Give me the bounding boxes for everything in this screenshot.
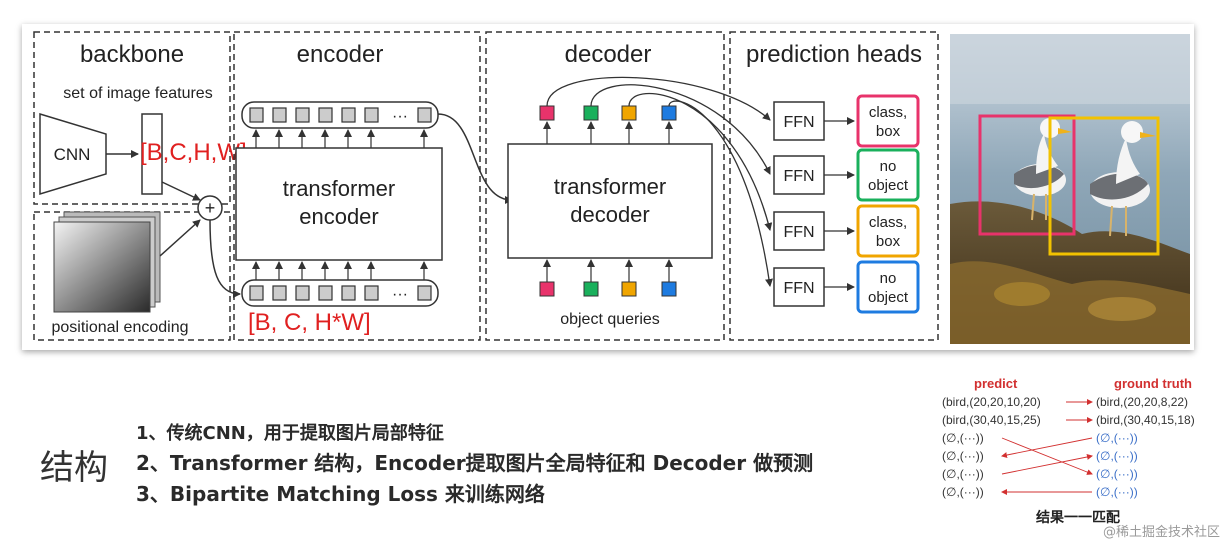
transformer-encoder-block xyxy=(235,147,443,261)
decoder-block-line2: decoder xyxy=(570,202,650,227)
flattened-shape-label: [B, C, H*W] xyxy=(248,309,371,336)
image-features-label: set of image features xyxy=(63,85,212,102)
prediction-heads-section: prediction heads FFN class, box FFN no o… xyxy=(729,31,939,341)
encoder-bottom-ellipsis: ··· xyxy=(392,286,408,303)
structure-title: 结构 xyxy=(40,448,108,488)
truth-row: (bird,(30,40,15,18) xyxy=(1096,413,1195,427)
ffn-label: FFN xyxy=(783,280,814,297)
encoder-title: encoder xyxy=(297,41,384,68)
svg-text:+: + xyxy=(205,198,216,218)
cnn-block xyxy=(39,112,107,196)
detr-architecture-diagram: backbone set of image features CNN [B,C,… xyxy=(22,24,1194,350)
structure-notes: 1、传统CNN，用于提取图片局部特征 2、Transformer 结构，Enco… xyxy=(136,420,813,510)
head-output-line1: no xyxy=(880,270,897,287)
feature-shape-label: [B,C,H,W] xyxy=(140,139,247,166)
backbone-section: backbone set of image features CNN [B,C,… xyxy=(33,31,247,341)
ffn-box xyxy=(773,211,825,251)
ffn-box xyxy=(773,101,825,141)
positional-encoding-stack xyxy=(53,211,161,313)
output-query-squares xyxy=(539,105,677,121)
head-output-line2: box xyxy=(876,123,901,140)
decoder-block-line1: transformer xyxy=(554,174,666,199)
predict-row: (∅,(···)) xyxy=(942,485,984,499)
structure-item-2: 2、Transformer 结构，Encoder提取图片全局特征和 Decode… xyxy=(136,451,814,475)
structure-item-3: 3、Bipartite Matching Loss 来训练网络 xyxy=(136,482,545,506)
ffn-label: FFN xyxy=(783,114,814,131)
head-output-box xyxy=(856,204,920,258)
head-output-line2: object xyxy=(868,177,909,194)
positional-encoding-label: positional encoding xyxy=(52,319,189,336)
detection-photo xyxy=(950,34,1190,344)
ffn-label: FFN xyxy=(783,168,814,185)
truth-row: (∅,(···)) xyxy=(1096,485,1138,499)
truth-row: (bird,(20,20,8,22) xyxy=(1096,395,1188,409)
head-output-line1: class, xyxy=(869,214,907,231)
bbox-bird-1 xyxy=(978,114,1076,236)
head-output-box xyxy=(856,148,920,202)
head-output-line2: object xyxy=(868,289,909,306)
predict-row: (bird,(20,20,10,20) xyxy=(942,395,1041,409)
head-output-box xyxy=(856,260,920,314)
feature-map-bar xyxy=(141,113,163,195)
head-output-line2: box xyxy=(876,233,901,250)
head-output-box xyxy=(856,94,920,148)
decoder-title: decoder xyxy=(565,41,652,68)
truth-row: (∅,(···)) xyxy=(1096,467,1138,481)
encoder-top-ellipsis: ··· xyxy=(392,108,408,125)
truth-row: (∅,(···)) xyxy=(1096,431,1138,445)
predict-header: predict xyxy=(974,376,1018,391)
transformer-decoder-block xyxy=(507,143,713,259)
predict-row: (∅,(···)) xyxy=(942,467,984,481)
ground-truth-header: ground truth xyxy=(1114,376,1192,391)
head-output-line1: no xyxy=(880,158,897,175)
object-queries-label: object queries xyxy=(560,311,660,328)
predict-row: (∅,(···)) xyxy=(942,431,984,445)
predict-row: (bird,(30,40,15,25) xyxy=(942,413,1041,427)
structure-item-1: 1、传统CNN，用于提取图片局部特征 xyxy=(136,423,444,444)
object-query-squares xyxy=(539,281,677,297)
head-output-line1: class, xyxy=(869,104,907,121)
watermark: @稀土掘金技术社区 xyxy=(1102,525,1220,540)
bbox-bird-2 xyxy=(1048,116,1160,256)
prediction-heads-title: prediction heads xyxy=(746,41,922,68)
matching-caption: 结果一一匹配 xyxy=(1036,509,1120,525)
truth-row: (∅,(···)) xyxy=(1096,449,1138,463)
predict-row: (∅,(···)) xyxy=(942,449,984,463)
encoder-block-line1: transformer xyxy=(283,176,395,201)
encoder-section: encoder ··· transformer encoder xyxy=(209,31,513,341)
cnn-label: CNN xyxy=(54,145,91,164)
decoder-section: decoder transformer decoder object queri… xyxy=(485,31,773,341)
backbone-title: backbone xyxy=(80,41,184,68)
encoder-block-line2: encoder xyxy=(299,204,379,229)
ffn-label: FFN xyxy=(783,224,814,241)
bipartite-matching-panel: predict ground truth (bird,(20,20,10,20)… xyxy=(926,366,1222,542)
